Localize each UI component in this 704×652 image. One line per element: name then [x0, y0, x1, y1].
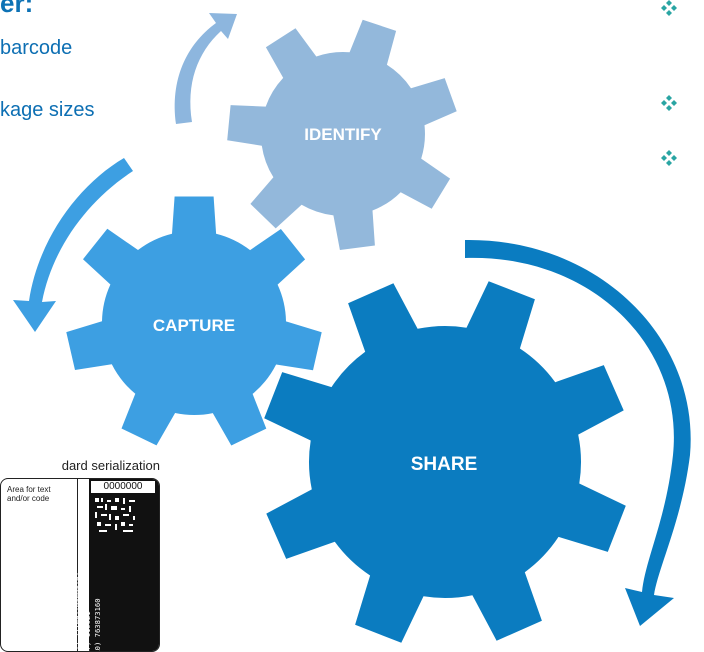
four-diamond-bullet-icon [661, 150, 677, 166]
label-serial-text: (01) 08699532090010 (21) 211092100000192… [63, 499, 123, 652]
gear-capture [66, 196, 322, 446]
arrow-capture-to-identify [174, 13, 237, 124]
label-number: 0000000 [91, 481, 155, 493]
label-heading: dard serialization [61, 458, 160, 473]
serial-line: (01) 08699532090010 [63, 576, 72, 652]
gear-identify [227, 19, 457, 251]
bullet-text-1: barcode [0, 37, 73, 59]
bullet-text-2: kage sizes [0, 99, 95, 121]
gear-label-capture: CAPTURE [153, 316, 235, 335]
four-diamond-bullet-icon [661, 0, 677, 16]
serialization-label-image: dard serialization Area for text and/or … [0, 458, 160, 652]
label-area-text: Area for text and/or code [7, 485, 51, 503]
label-box: Area for text and/or code 0000000 (01) 0… [0, 478, 160, 652]
gear-share [264, 281, 626, 643]
arrow-identify-to-capture [13, 158, 133, 332]
gear-label-share: SHARE [411, 454, 478, 475]
serial-line: (17) 110921 [83, 611, 92, 652]
gear-label-identify: IDENTIFY [304, 125, 382, 144]
label-text-area: Area for text and/or code [1, 479, 78, 651]
title-fragment: er: [0, 0, 34, 18]
four-diamond-bullet-icon [661, 95, 677, 111]
serial-line: (21) 211092100000192 [73, 572, 82, 652]
serial-line: (10) 763873160 [93, 598, 102, 652]
datamatrix-code-icon [93, 496, 137, 534]
